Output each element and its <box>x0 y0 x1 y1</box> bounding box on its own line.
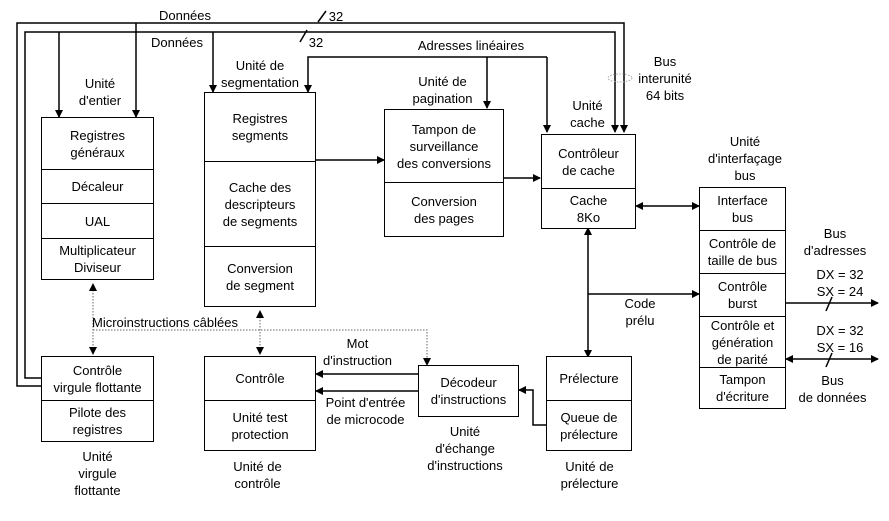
data-bus-width: DX = 32 SX = 16 <box>816 323 864 355</box>
segment-conversion: Conversion de segment <box>205 246 315 306</box>
page-conversion: Conversion des pages <box>385 182 503 236</box>
data-width-inner: 32 <box>308 35 324 50</box>
control: Contrôle <box>235 371 285 386</box>
multiplier-divider: Multiplicateur Diviseur <box>42 238 153 279</box>
instruction-decoder-box: Décodeur d'instructions <box>418 365 519 417</box>
bus-interface-unit-label: Unité d'interfaçage bus <box>707 134 783 183</box>
linear-addr-bus <box>304 56 547 93</box>
instruction-exchange-label: Unité d'échange d'instructions <box>427 424 503 473</box>
interunit-bus-label: Bus interunité 64 bits <box>638 54 692 103</box>
instruction-decoder: Décodeur d'instructions <box>430 375 507 407</box>
prefetch-unit-box: Prélecture Queue de prélecture <box>546 356 632 451</box>
microinstructions-label: Microinstructions câblées <box>92 315 238 330</box>
tlb: Tampon de surveillance des conversions <box>397 121 491 171</box>
register-driver: Pilote des registres <box>42 400 153 441</box>
prefetched-code-label: Code prélu <box>624 296 656 328</box>
burst-control: Contrôle burst <box>700 273 785 316</box>
segment-descriptor-cache: Cache des descripteurs de segments <box>205 161 315 246</box>
segment-registers: Registres segments <box>231 111 289 143</box>
alu: UAL <box>42 203 153 238</box>
general-registers: Registres généraux <box>70 127 125 160</box>
cache-memory: Cache 8Ko <box>542 188 635 228</box>
fpu-box: Contrôle virgule flottante Pilote des re… <box>41 356 154 442</box>
microcode-entry-label: Point d'entrée de microcode <box>325 395 406 427</box>
parity-control: Contrôle et génération de parité <box>700 316 785 367</box>
microinstructions-bus <box>93 329 431 366</box>
shifter: Décaleur <box>42 169 153 203</box>
bus-interface-unit-box: Interface bus Contrôle de taille de bus … <box>699 187 786 409</box>
cache-unit-label: Unité cache <box>570 98 605 130</box>
integer-unit-label: Unité d'entier <box>78 76 122 108</box>
paging-unit-label: Unité de pagination <box>412 74 473 106</box>
paging-unit-box: Tampon de surveillance des conversions C… <box>384 109 504 237</box>
bus-interface: Interface bus <box>717 193 768 225</box>
data-width-outer: 32 <box>328 9 344 24</box>
data-bus-label: Bus de données <box>798 373 867 405</box>
control-unit-label: Unité de contrôle <box>233 459 282 491</box>
address-bus-label: Bus d'adresses <box>803 226 867 258</box>
prefetch-queue: Queue de prélecture <box>547 400 631 450</box>
segmentation-unit-box: Registres segments Cache des descripteur… <box>204 92 316 307</box>
fpu-label: Unité virgule flottante <box>74 449 121 498</box>
write-buffer: Tampon d'écriture <box>700 367 785 408</box>
protection-test-unit: Unité test protection <box>205 400 315 450</box>
prefetch: Prélecture <box>559 371 619 386</box>
data-bus-outer-label: Données <box>158 8 212 23</box>
control-unit-box: Contrôle Unité test protection <box>204 356 316 451</box>
cache-controller: Contrôleur de cache <box>558 145 619 178</box>
prefetch-unit-label: Unité de prélecture <box>560 459 619 491</box>
fpu-control: Contrôle virgule flottante <box>53 362 142 395</box>
integer-unit-box: Registres généraux Décaleur UAL Multipli… <box>41 117 154 280</box>
segmentation-unit-label: Unité de segmentation <box>220 58 300 90</box>
bus-size-control: Contrôle de taille de bus <box>700 230 785 273</box>
data-bus-outer <box>16 22 628 387</box>
instruction-word-label: Mot d'instruction <box>323 336 392 368</box>
linear-addresses-label: Adresses linéaires <box>417 38 525 53</box>
data-bus-inner-label: Données <box>150 35 204 50</box>
address-bus-width: DX = 32 SX = 24 <box>816 267 864 299</box>
data-bus-inner <box>24 31 619 379</box>
cache-unit-box: Contrôleur de cache Cache 8Ko <box>541 134 636 229</box>
